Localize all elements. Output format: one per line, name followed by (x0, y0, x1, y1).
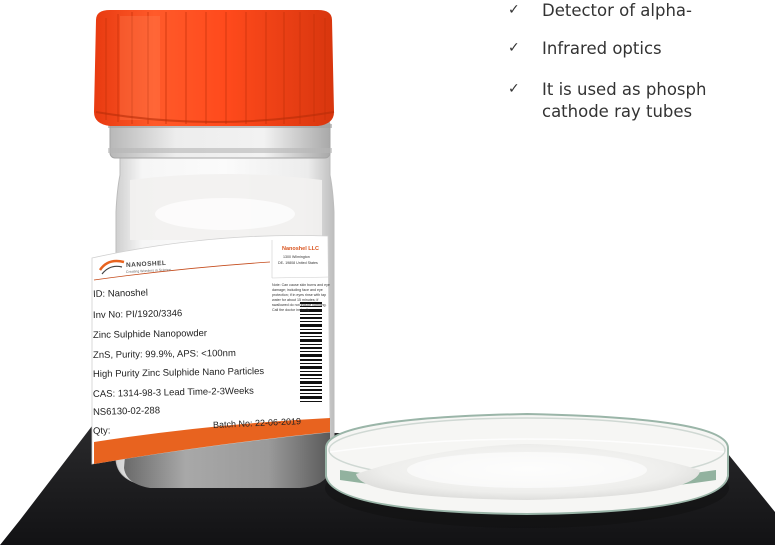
nanoshel-logo-icon (98, 259, 125, 275)
petri-dish (325, 412, 729, 528)
check-icon: ✓ (508, 2, 520, 18)
label-address-2: DE- 19808 United States (278, 261, 318, 265)
label-company: Nanoshel LLC (282, 246, 319, 252)
list-item: ✓ Detector of alpha- (508, 0, 692, 22)
list-item-text-continued: cathode ray tubes (542, 102, 693, 121)
check-icon: ✓ (508, 40, 520, 56)
label-id: ID: Nanoshel (92, 287, 149, 300)
label-inv: Inv No: PI/1920/3346 (92, 308, 183, 321)
list-item-text: It is used as phosph (542, 80, 707, 99)
label-stripe (94, 418, 330, 464)
list-item-text: Infrared optics (542, 39, 662, 58)
list-item-text: Detector of alpha- (542, 1, 692, 20)
feature-list: ✓ Detector of alpha- ✓ Infrared optics ✓… (508, 0, 775, 188)
label-code: NS6130-02-288 (92, 405, 161, 418)
bottle-cap (94, 10, 335, 126)
label-purity: ZnS, Purity: 99.9%, APS: <100nm (92, 348, 236, 361)
label-product: Zinc Sulphide Nanopowder (92, 328, 208, 341)
label-qty: Qty: (92, 425, 111, 437)
barcode-icon (298, 300, 324, 404)
label-note: Note: Can cause skin burns and eye damag… (272, 283, 330, 312)
label-address-1: 1300 Wilmington (283, 255, 310, 259)
list-item: ✓ Infrared optics (508, 38, 662, 60)
check-icon: ✓ (508, 81, 520, 97)
list-item: ✓ It is used as phosph cathode ray tubes (508, 79, 706, 123)
